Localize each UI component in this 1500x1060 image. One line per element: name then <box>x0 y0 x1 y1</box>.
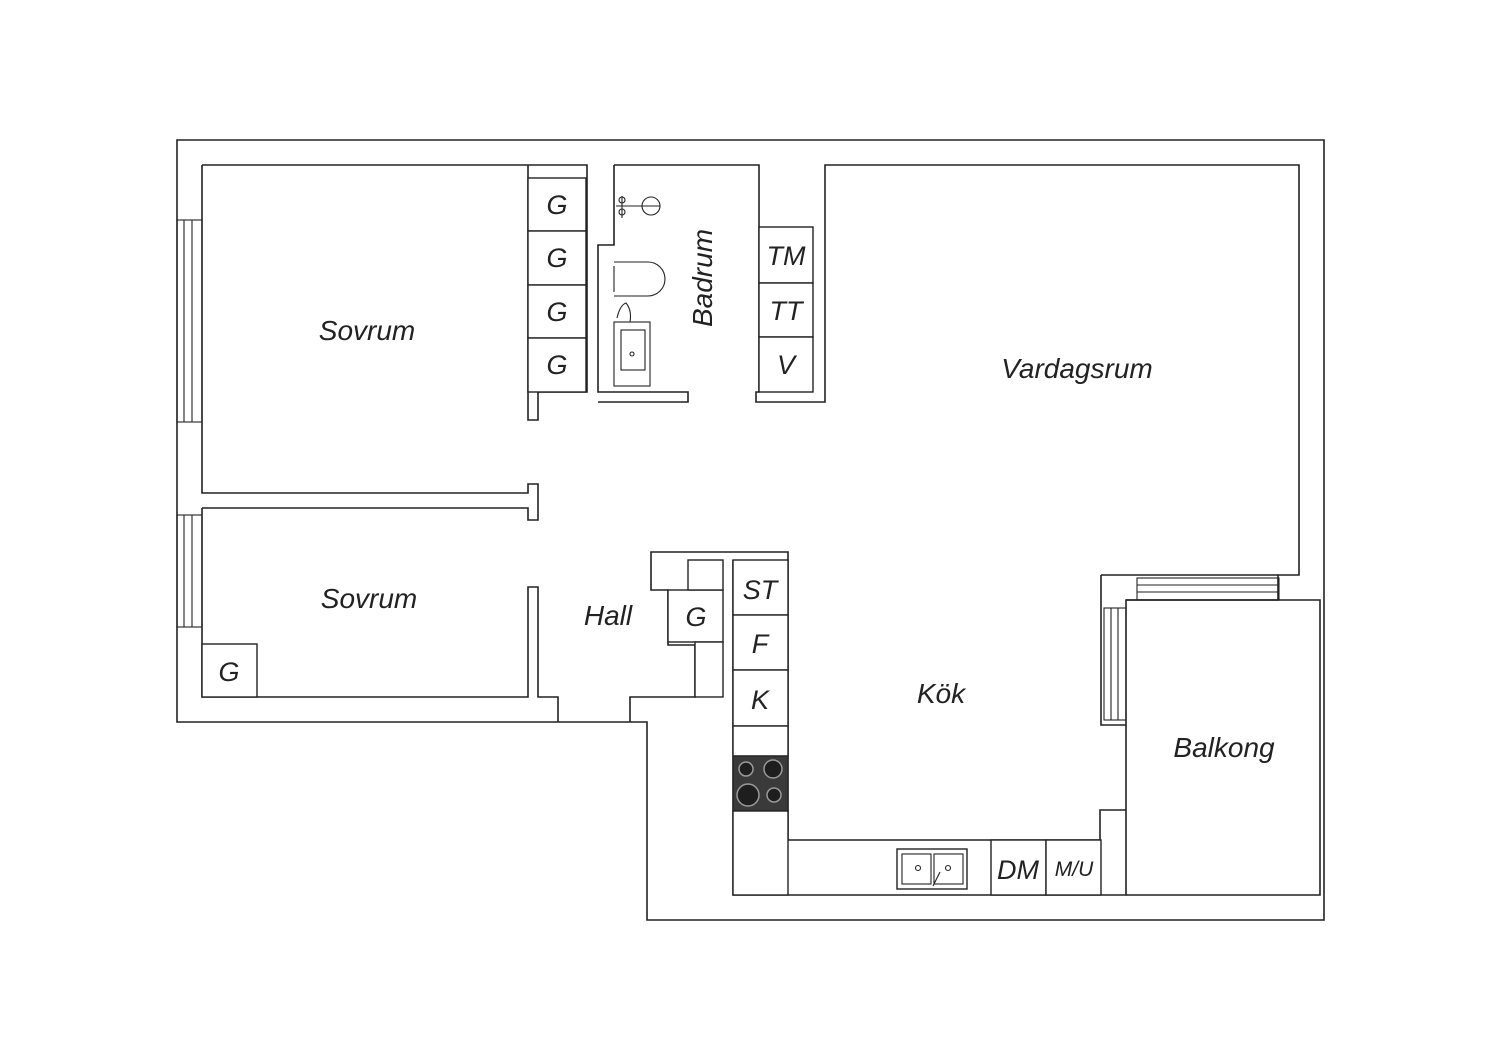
room-label-kitchen: Kök <box>917 678 967 709</box>
bedroom-top-wall <box>201 165 539 521</box>
wardrobe-label-5: G <box>218 657 239 687</box>
room-label-bedroom-top: Sovrum <box>319 315 415 346</box>
wardrobe-label-1: G <box>546 190 567 220</box>
laundry-label-v: V <box>777 350 798 380</box>
kitchen-label-k: K <box>751 685 770 715</box>
wardrobe-column-bedroom: G G G G <box>527 177 587 393</box>
bathroom-wall <box>614 164 1300 896</box>
wardrobe-hall: G <box>667 559 724 698</box>
kitchen-label-f: F <box>752 629 770 659</box>
room-label-bathroom: Badrum <box>687 229 718 327</box>
kitchen-label-st: ST <box>743 575 780 605</box>
dishwasher-units: DM M/U <box>990 839 1102 896</box>
wardrobe-label-4: G <box>546 350 567 380</box>
laundry-label-tm: TM <box>767 241 806 271</box>
wardrobe-label-2: G <box>546 243 567 273</box>
sink-icon <box>613 302 651 387</box>
shower-icon <box>616 196 661 218</box>
laundry-label-tt: TT <box>770 296 805 326</box>
room-label-living-room: Vardagsrum <box>1001 353 1152 384</box>
hob-icon <box>732 755 789 812</box>
window-balcony-door-top <box>1136 577 1280 601</box>
dishwasher-label: DM <box>997 855 1039 885</box>
window-balcony-door-side <box>1103 607 1127 721</box>
wardrobe-label-3: G <box>546 297 567 327</box>
room-label-balcony: Balkong <box>1173 732 1275 763</box>
wardrobe-bedroom-bottom: G <box>201 643 258 698</box>
kitchen-counter-corner <box>732 810 789 896</box>
room-label-bedroom-bottom: Sovrum <box>321 583 417 614</box>
wardrobe-label-6: G <box>685 602 706 632</box>
bathroom-inner-wall <box>597 165 689 403</box>
toilet-icon <box>613 261 666 297</box>
window-bedroom-top <box>176 219 203 423</box>
window-bedroom-bottom <box>176 514 203 628</box>
outer-wall-outline <box>176 139 1325 921</box>
kitchen-sink-icon <box>896 848 968 890</box>
micro-label: M/U <box>1055 858 1094 881</box>
laundry-column: TM TT V <box>758 226 814 393</box>
kitchen-tall-units: ST F K <box>732 559 789 757</box>
kitchen-right-wall <box>1100 574 1278 726</box>
room-label-hall: Hall <box>584 600 633 631</box>
